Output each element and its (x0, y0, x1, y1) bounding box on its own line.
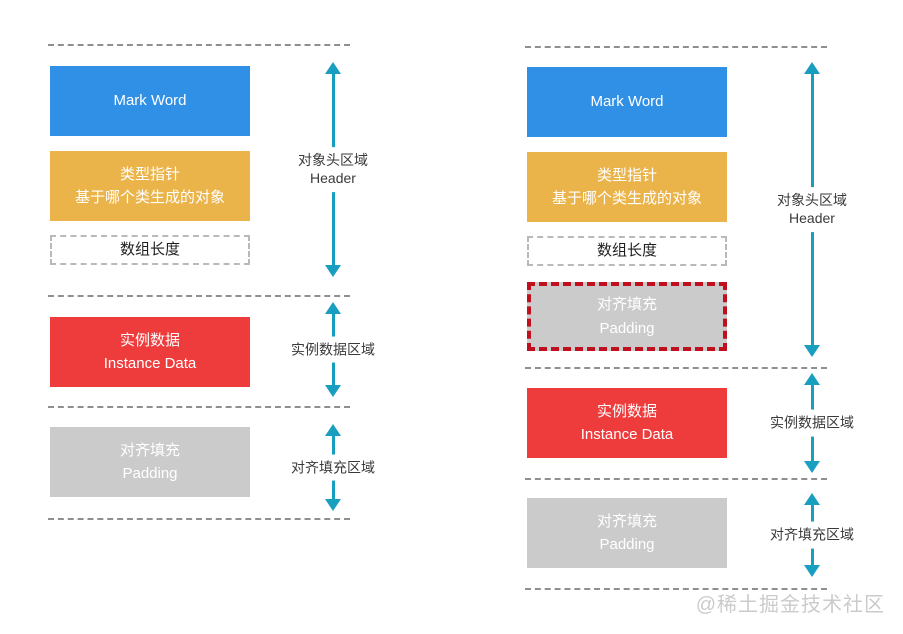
right-separator-instance-end (525, 478, 827, 480)
padding-highlight-label-line1: 对齐填充 (596, 296, 657, 314)
instance-data-label-line1: 实例数据 (596, 402, 657, 420)
type-pointer-label-line2: 基于哪个类生成的对象 (551, 190, 702, 207)
arrow-down-icon (325, 265, 341, 277)
arrow-down-icon (804, 565, 820, 577)
type-pointer-label-line1: 类型指针 (119, 165, 180, 183)
left-instance-region-arrow: 实例数据区域 (286, 302, 380, 397)
left-header-region-label: 对象头区域 Header (293, 146, 373, 193)
left-separator-top (48, 44, 350, 46)
type-pointer-label-line2: 基于哪个类生成的对象 (74, 189, 225, 206)
arrow-up-icon (804, 373, 820, 385)
padding-highlight-label-line2: Padding (599, 319, 655, 337)
arrow-up-icon (325, 62, 341, 74)
right-type-pointer-block: 类型指针 基于哪个类生成的对象 (527, 152, 727, 222)
left-instance-data-block: 实例数据 Instance Data (50, 317, 250, 387)
right-padding-highlight-block: 对齐填充 Padding (527, 282, 727, 351)
left-mark-word-block: Mark Word (50, 66, 250, 136)
right-array-length-block: 数组长度 (527, 236, 727, 266)
instance-data-label-line1: 实例数据 (119, 331, 180, 349)
watermark: @稀土掘金技术社区 (695, 594, 885, 616)
right-separator-bottom (525, 588, 827, 590)
arrow-up-icon (325, 424, 341, 436)
padding-label-line2: Padding (599, 536, 655, 553)
right-padding-block: 对齐填充 Padding (527, 498, 727, 568)
arrow-down-icon (325, 385, 341, 397)
left-padding-block: 对齐填充 Padding (50, 427, 250, 497)
array-length-label: 数组长度 (596, 242, 657, 260)
right-padding-region-arrow: 对齐填充区域 (765, 493, 859, 577)
right-mark-word-block: Mark Word (527, 67, 727, 137)
instance-data-label-line2: Instance Data (103, 355, 197, 372)
right-instance-region-arrow: 实例数据区域 (765, 373, 859, 473)
mark-word-label: Mark Word (113, 92, 187, 110)
mark-word-label: Mark Word (590, 93, 664, 111)
arrow-up-icon (804, 493, 820, 505)
arrow-down-icon (804, 345, 820, 357)
left-padding-region-label: 对齐填充区域 (286, 454, 380, 481)
padding-label-line1: 对齐填充 (596, 512, 657, 530)
arrow-up-icon (325, 302, 341, 314)
left-padding-region-arrow: 对齐填充区域 (286, 424, 380, 511)
left-separator-header-end (48, 295, 350, 297)
left-header-region-arrow: 对象头区域 Header (293, 62, 373, 277)
left-instance-region-label: 实例数据区域 (286, 336, 380, 363)
left-separator-bottom (48, 518, 350, 520)
right-separator-header-end (525, 367, 827, 369)
right-padding-region-label: 对齐填充区域 (765, 521, 859, 549)
padding-label-line1: 对齐填充 (119, 441, 180, 459)
type-pointer-label-line1: 类型指针 (596, 166, 657, 184)
left-separator-instance-end (48, 406, 350, 408)
left-array-length-block: 数组长度 (50, 235, 250, 265)
right-header-region-label: 对象头区域 Header (772, 186, 852, 233)
instance-data-label-line2: Instance Data (580, 426, 674, 443)
left-type-pointer-block: 类型指针 基于哪个类生成的对象 (50, 151, 250, 221)
right-instance-region-label: 实例数据区域 (765, 409, 859, 437)
array-length-label: 数组长度 (119, 241, 180, 259)
padding-label-line2: Padding (122, 465, 178, 482)
right-instance-data-block: 实例数据 Instance Data (527, 388, 727, 458)
right-separator-top (525, 46, 827, 48)
arrow-down-icon (804, 461, 820, 473)
arrow-down-icon (325, 499, 341, 511)
right-header-region-arrow: 对象头区域 Header (772, 62, 852, 357)
arrow-up-icon (804, 62, 820, 74)
